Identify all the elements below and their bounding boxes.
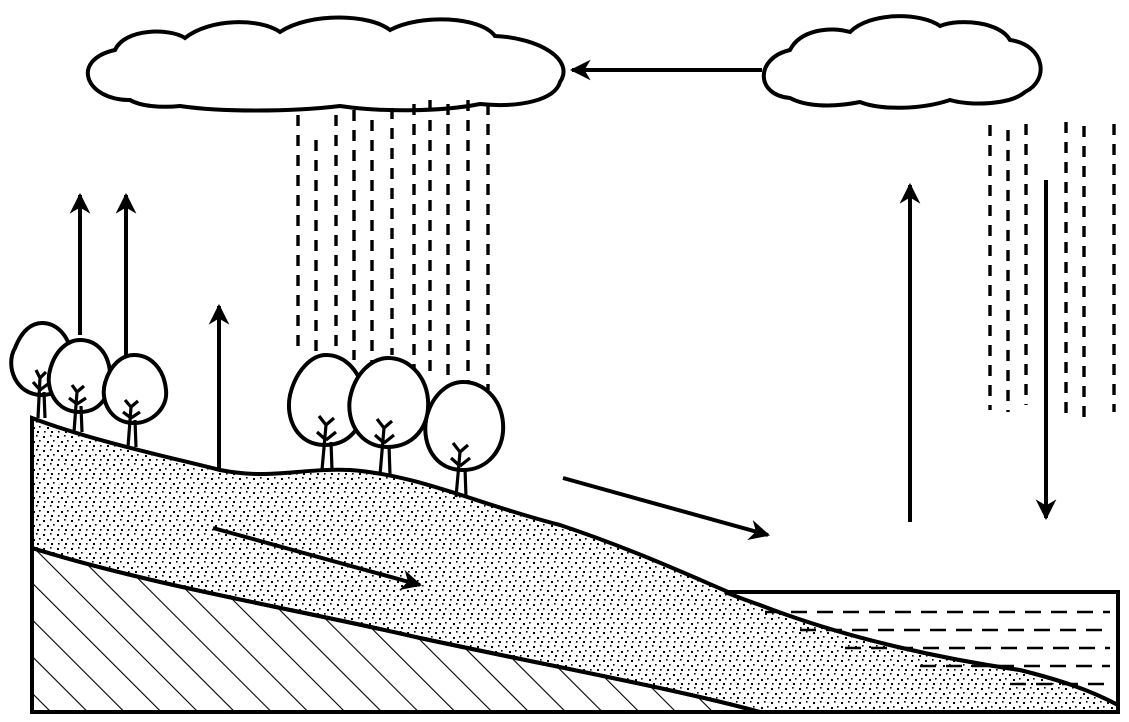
rain-over-land [296, 100, 490, 390]
sea-surface-dashes [765, 610, 1110, 686]
surface-runoff-arrow [562, 476, 771, 541]
large-cloud [85, 15, 566, 113]
tree-6 [423, 379, 506, 498]
tree-3 [101, 352, 169, 448]
rain-over-sea [988, 122, 1116, 420]
tree-5 [347, 355, 431, 476]
tree-2 [46, 337, 113, 433]
ground-frame [30, 418, 1120, 714]
groundwater-flow-arrow [212, 526, 423, 591]
small-cloud [761, 14, 1043, 110]
sea-water [724, 590, 1120, 709]
